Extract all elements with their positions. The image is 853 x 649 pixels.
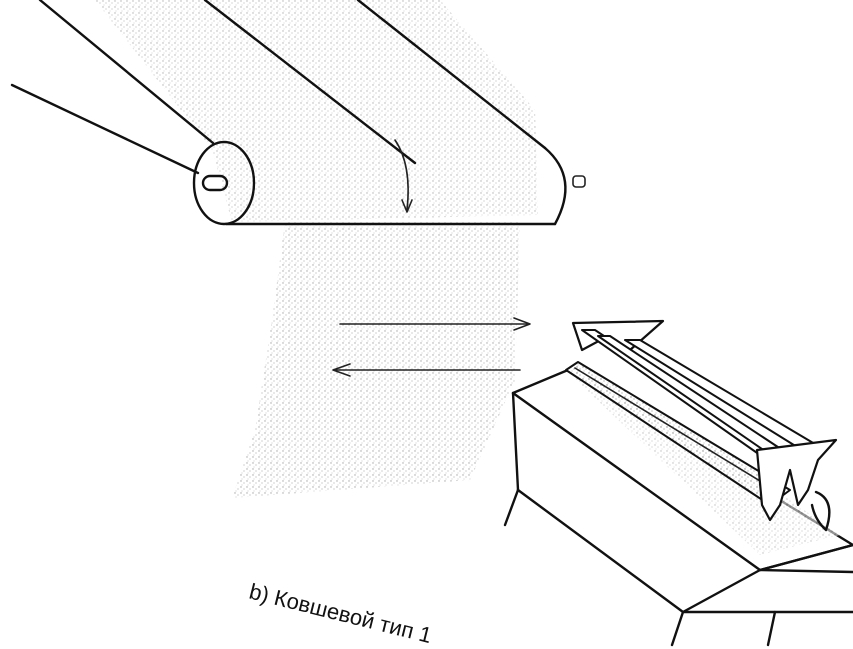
reciprocating-motion-arrows bbox=[332, 317, 531, 377]
bucket-mold-unit bbox=[503, 319, 853, 647]
belt-roller-drum bbox=[10, 0, 586, 226]
stippled-sheet bbox=[95, 0, 538, 498]
figure-caption: b) Ковшевой тип 1 bbox=[247, 579, 434, 648]
